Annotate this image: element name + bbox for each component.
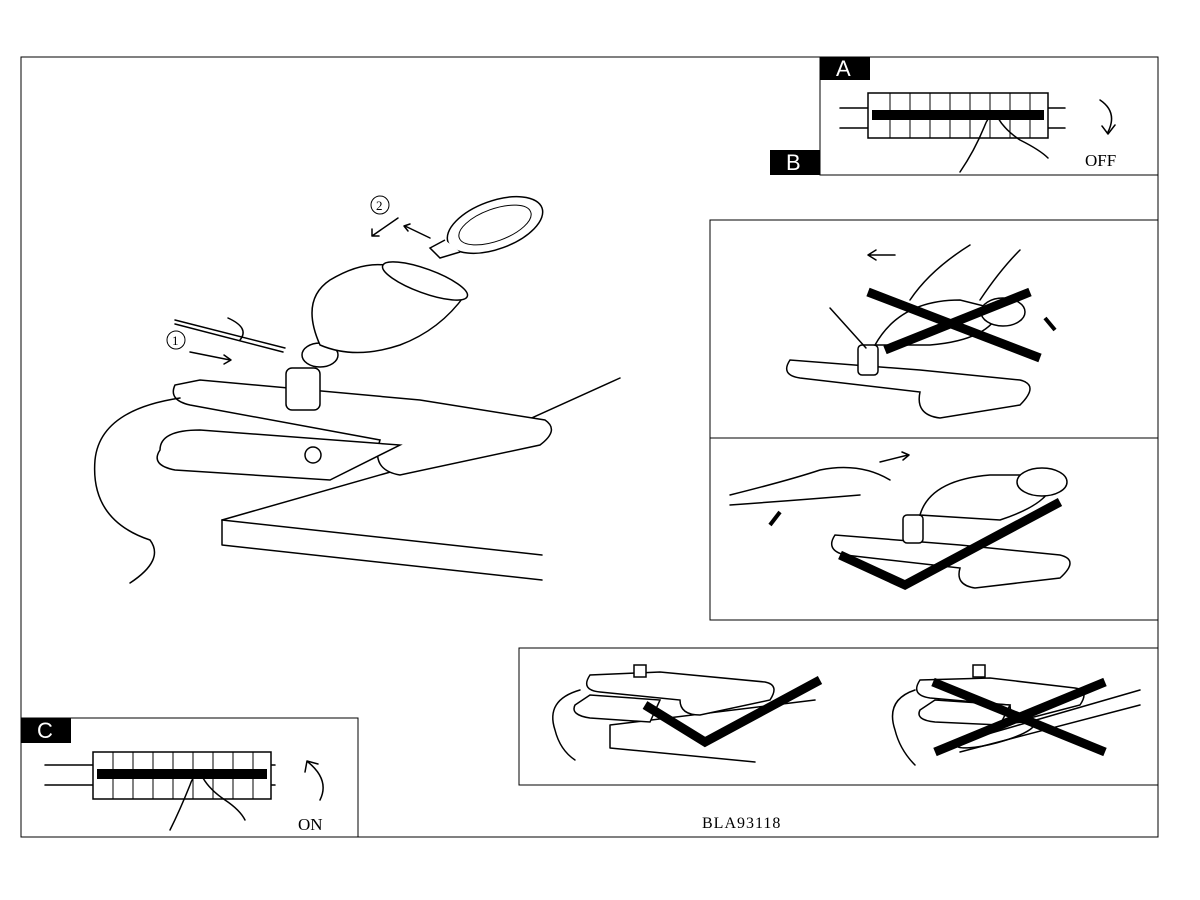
circuit-breaker-icon bbox=[839, 92, 1066, 139]
label-c-box bbox=[21, 718, 71, 743]
arrow-down-icon bbox=[1099, 99, 1113, 133]
arrow-right-icon bbox=[879, 451, 910, 463]
arrow-left-icon bbox=[867, 249, 896, 261]
hand-icon bbox=[729, 466, 891, 506]
label-a: A bbox=[836, 56, 851, 81]
arrow-down-icon bbox=[768, 510, 782, 527]
arrow-up-icon bbox=[307, 761, 324, 801]
label-a-box bbox=[820, 57, 870, 80]
step-1-marker bbox=[166, 330, 186, 350]
circuit-breaker-icon bbox=[44, 751, 276, 800]
check-mark bbox=[838, 498, 1063, 591]
status-on: ON bbox=[298, 815, 323, 834]
panel-correct-adjustment bbox=[709, 437, 1159, 621]
hand-icon bbox=[169, 774, 246, 831]
panel-switch-on: C ON bbox=[20, 717, 359, 838]
clamp-correct bbox=[552, 664, 823, 763]
document-code: BLA93118 bbox=[702, 815, 781, 832]
hand-icon bbox=[909, 244, 1021, 301]
panel-switch-off: A B OFF bbox=[770, 56, 1159, 176]
lamp-assembly-diagram: 1 2 bbox=[93, 195, 621, 584]
step-1-label: 1 bbox=[172, 333, 179, 348]
arrow-left-icon bbox=[371, 217, 399, 237]
clamp-incorrect bbox=[891, 664, 1141, 766]
panel-incorrect-adjustment bbox=[709, 219, 1159, 439]
status-off: OFF bbox=[1085, 151, 1116, 170]
step-2-marker bbox=[370, 195, 390, 215]
step-2-label: 2 bbox=[376, 198, 383, 213]
label-b-box bbox=[770, 150, 820, 175]
check-mark bbox=[642, 676, 823, 748]
arrow-right-icon bbox=[189, 351, 232, 365]
label-c: C bbox=[37, 718, 53, 743]
label-b: B bbox=[786, 150, 801, 175]
arrow-down-icon bbox=[1043, 316, 1057, 332]
panel-clamp-position bbox=[518, 647, 1159, 786]
hand-icon bbox=[959, 115, 1049, 173]
